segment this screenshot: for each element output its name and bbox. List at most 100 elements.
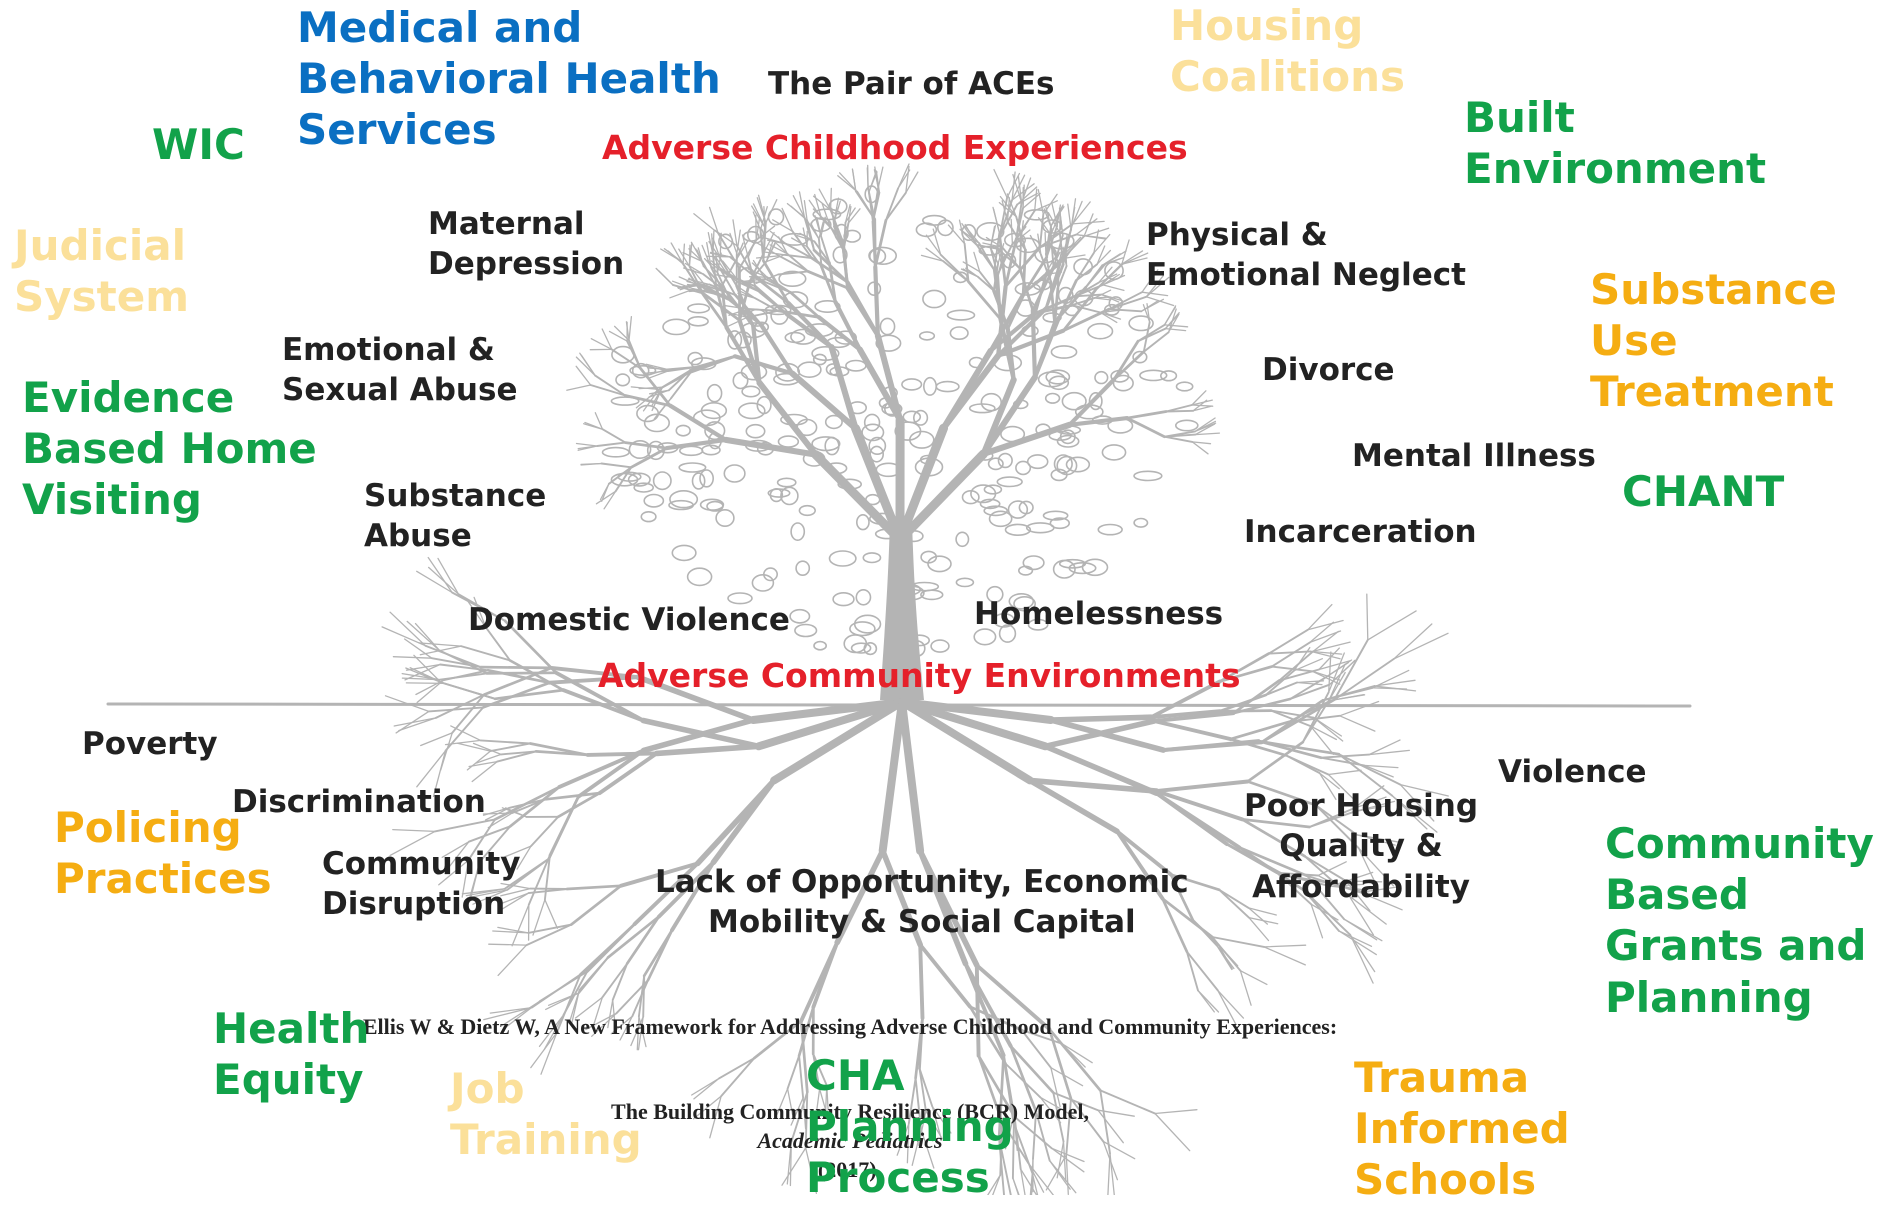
root <box>1374 680 1415 686</box>
branch <box>1023 193 1040 208</box>
root <box>567 886 621 889</box>
root <box>441 733 453 770</box>
leaf <box>956 532 968 546</box>
leaf <box>1095 372 1108 384</box>
root <box>1269 630 1308 654</box>
leaf <box>1177 382 1193 391</box>
intervention-trauma-informed-schools: Trauma Informed Schools <box>1354 1052 1570 1206</box>
branch <box>1084 214 1093 236</box>
leaf <box>857 515 869 530</box>
branch <box>629 317 631 341</box>
root <box>1373 670 1409 687</box>
leaf <box>634 483 653 492</box>
aces-emotional-sexual-abuse: Emotional & Sexual Abuse <box>282 330 517 411</box>
leaf <box>742 386 760 396</box>
leaf <box>990 511 1012 526</box>
leaf <box>1088 324 1113 339</box>
leaf <box>903 411 920 422</box>
leaf <box>825 437 839 454</box>
root <box>467 751 490 770</box>
root <box>481 740 531 743</box>
leaf <box>880 318 894 334</box>
branch <box>670 289 694 298</box>
leaf <box>1098 525 1122 535</box>
leaf <box>688 568 712 585</box>
leaf <box>799 506 815 516</box>
leaf <box>1176 420 1198 430</box>
root <box>1328 770 1361 774</box>
leaf <box>833 593 854 606</box>
branch <box>1020 269 1033 311</box>
root <box>545 900 558 929</box>
branch <box>602 464 632 468</box>
leaf <box>1023 556 1044 569</box>
branch <box>1073 221 1104 224</box>
leaf <box>981 394 1001 411</box>
root <box>883 702 902 851</box>
branch <box>1165 437 1193 442</box>
branch <box>567 385 591 390</box>
intervention-chant: CHANT <box>1622 466 1784 517</box>
intervention-cha-planning-process: CHA Planning Process <box>806 1050 1014 1204</box>
branch <box>875 267 878 336</box>
branch <box>1103 285 1124 291</box>
root <box>393 830 435 832</box>
root <box>1193 920 1219 945</box>
intervention-built-environment: Built Environment <box>1464 92 1766 194</box>
branch <box>1058 265 1059 288</box>
intervention-job-training: Job Training <box>450 1063 642 1165</box>
root <box>1272 642 1310 666</box>
leaf <box>1134 519 1147 528</box>
branch <box>683 244 684 264</box>
branch <box>875 219 876 267</box>
env-violence: Violence <box>1498 752 1647 792</box>
root <box>1340 716 1375 731</box>
branch <box>716 253 718 273</box>
aces-divorce: Divorce <box>1262 350 1395 390</box>
root <box>1373 688 1407 689</box>
leaf <box>785 333 804 343</box>
intervention-substance-use-treatment: Substance Use Treatment <box>1590 264 1837 418</box>
leaf <box>796 561 809 575</box>
leaf <box>1102 445 1125 460</box>
env-poor-housing: Poor Housing Quality & Affordability <box>1244 786 1478 907</box>
branch <box>576 357 595 376</box>
leaf <box>679 463 705 472</box>
root <box>489 944 527 945</box>
leaf <box>663 319 690 334</box>
leaf <box>672 545 696 560</box>
leaf <box>739 403 765 418</box>
branch <box>831 188 832 210</box>
leaf <box>936 382 959 392</box>
root <box>1266 683 1297 696</box>
leaf <box>654 472 671 489</box>
leaf <box>693 473 705 489</box>
root <box>461 646 510 660</box>
leaf <box>708 385 722 402</box>
root <box>405 665 440 680</box>
leaf <box>791 523 804 540</box>
branch <box>1033 310 1035 377</box>
leaf <box>1054 560 1075 578</box>
leaf <box>1006 524 1031 535</box>
root <box>698 780 775 863</box>
root <box>1350 935 1374 972</box>
leaf <box>855 615 881 633</box>
leaf <box>924 378 936 395</box>
intervention-community-based-grants: Community Based Grants and Planning <box>1605 818 1874 1023</box>
root <box>902 702 920 851</box>
branch <box>1035 189 1037 210</box>
root <box>440 673 487 679</box>
env-lack-of-opportunity: Lack of Opportunity, Economic Mobility &… <box>655 862 1189 943</box>
leaf <box>790 610 809 623</box>
branch <box>1076 253 1094 281</box>
root <box>1051 717 1151 720</box>
leaf <box>902 379 922 390</box>
branch <box>715 230 737 245</box>
root <box>1220 711 1271 712</box>
leaf <box>603 448 630 457</box>
intervention-wic: WIC <box>152 119 245 170</box>
branch <box>819 189 830 210</box>
leaf <box>733 373 747 389</box>
root <box>1266 671 1294 695</box>
